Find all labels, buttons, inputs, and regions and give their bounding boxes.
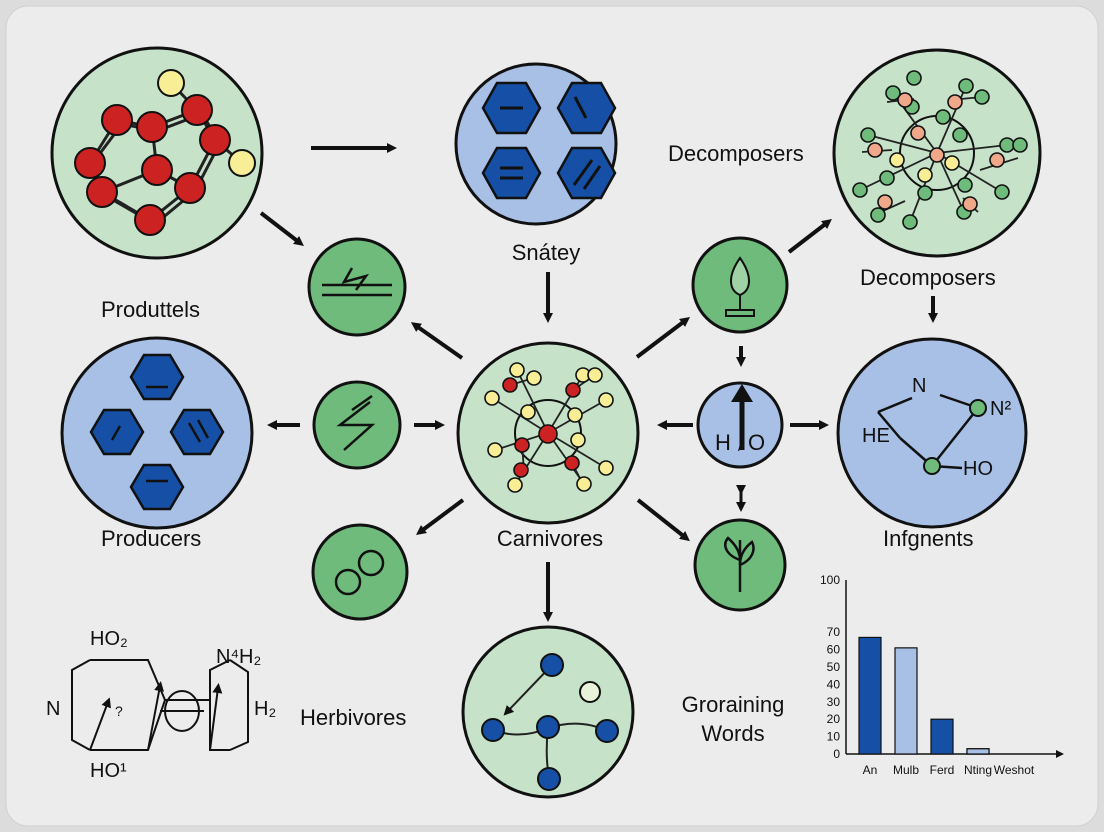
- mol-left-n: N: [46, 698, 61, 720]
- x-tick-label: Nting: [964, 763, 992, 777]
- leaf-node: [693, 518, 787, 612]
- x-tick-label: Weshot: [994, 763, 1035, 777]
- molecule-circle-top-left: [50, 46, 264, 260]
- x-tick-label: Ferd: [930, 763, 955, 777]
- mol-left-ho2: HO₂: [90, 628, 128, 650]
- y-tick-label: 0: [833, 747, 840, 761]
- leaf-icon: [724, 536, 755, 592]
- label-carnivores: Carnivores: [496, 526, 604, 551]
- y-tick-label: 50: [827, 660, 841, 674]
- bar: [966, 748, 990, 755]
- mol-right-n2: N²: [990, 398, 1012, 420]
- y-tick-label: 70: [827, 625, 841, 639]
- label-decomposers-right: Decomposers: [860, 265, 996, 290]
- lightning-node-upper: [307, 237, 407, 337]
- mol-left-q: ?: [115, 703, 123, 719]
- mol-left-ho1: HO¹: [90, 760, 127, 782]
- label-decomposers-top: Decomposers: [668, 141, 804, 166]
- network-circle-center: [456, 341, 640, 525]
- bar: [894, 647, 918, 755]
- mol-left-h2: H₂: [254, 698, 277, 720]
- flask-lamp-icon: [725, 256, 755, 317]
- label-producers: Producers: [101, 526, 202, 551]
- lightning-icon: [336, 394, 376, 451]
- network-circle-top-right: [832, 48, 1042, 258]
- mol-right-ho: HO: [963, 458, 993, 480]
- water-sub: /: [738, 438, 742, 454]
- y-tick-label: 100: [820, 573, 840, 587]
- molecule-circle-right: [836, 337, 1028, 529]
- lightning-node-lower: [312, 380, 402, 470]
- arrow: [259, 211, 304, 247]
- rings-node: [311, 523, 409, 621]
- y-tick-label: 10: [827, 730, 841, 744]
- bar: [858, 636, 882, 755]
- label-herbivores: Herbivores: [300, 705, 407, 730]
- arrow: [636, 498, 690, 542]
- hexagon-circle-left: [60, 336, 254, 530]
- bar: [930, 718, 954, 755]
- y-tick-label: 20: [827, 712, 841, 726]
- rings-icon: [334, 549, 385, 596]
- label-infgnents: Infgnents: [883, 526, 974, 551]
- y-tick-label: 60: [827, 643, 841, 657]
- network-circle-bottom: [461, 625, 635, 799]
- x-tick-label: An: [863, 763, 878, 777]
- water-node: [696, 381, 784, 469]
- mol-left-n4h2: N⁴H₂: [216, 646, 262, 668]
- flask-node: [691, 236, 789, 334]
- y-tick-label: 40: [827, 677, 841, 691]
- water-o: O: [748, 430, 766, 455]
- up-arrow-icon: [731, 384, 753, 450]
- arrow: [415, 498, 465, 535]
- arrow: [635, 316, 690, 359]
- water-h: H: [715, 430, 731, 455]
- arrow: [787, 218, 832, 254]
- label-groraining: Groraining: [681, 692, 785, 717]
- mol-right-n: N: [912, 375, 927, 397]
- label-snatey: Snátey: [511, 240, 581, 265]
- mol-right-he: HE: [862, 425, 890, 447]
- arrow: [410, 322, 464, 360]
- lightning-icon: [322, 267, 392, 297]
- x-tick-label: Mulb: [893, 763, 919, 777]
- chemical-structure-left: [71, 659, 249, 751]
- hexagon-circle-top: [454, 62, 618, 226]
- flow-arrows: [259, 143, 938, 622]
- label-produttels: Produttels: [101, 297, 201, 322]
- y-tick-label: 30: [827, 695, 841, 709]
- label-words: Words: [701, 721, 765, 746]
